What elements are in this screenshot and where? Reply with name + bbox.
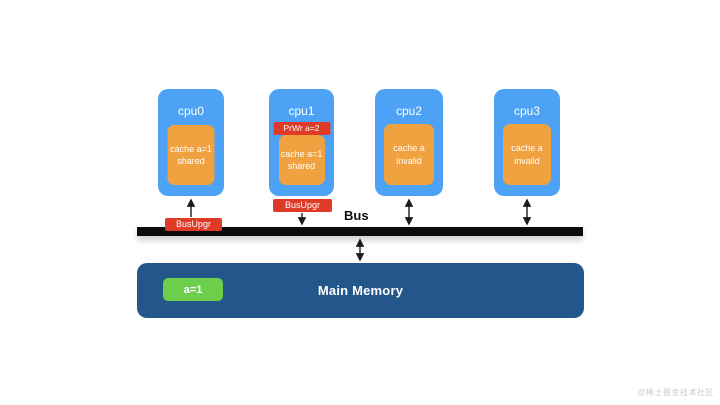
bus-label: Bus	[344, 208, 369, 223]
cpu0-cache-state: shared	[177, 156, 205, 166]
cpu1-prwr-tag: PrWr a=2	[273, 122, 330, 135]
cpu2-card: cpu2 cache a invalid	[375, 89, 443, 196]
cpu2-name: cpu2	[395, 104, 423, 118]
watermark: @稀土掘金技术社区	[637, 388, 714, 397]
cpu1-cache-line1: cache a=1	[280, 148, 323, 159]
bus-bar	[137, 227, 583, 236]
memory-value-chip: a=1	[163, 278, 223, 301]
cpu0-cache-box: cache a=1 shared	[167, 125, 215, 185]
cpu2-cache-box: cache a invalid	[384, 124, 434, 185]
cpu2-cache-state: invalid	[396, 155, 422, 166]
cpu3-cache-state: invalid	[514, 155, 540, 166]
cpu2-cache-line1: cache a	[393, 143, 425, 153]
cpu0-cache-line1: cache a=1	[170, 143, 212, 154]
cpu0-card: cpu0 cache a=1 shared	[158, 89, 224, 196]
cpu3-name: cpu3	[513, 104, 541, 118]
cpu1-cache-state: shared	[287, 161, 316, 171]
main-memory-label: Main Memory	[317, 283, 404, 298]
main-memory-box: Main Memory a=1	[137, 263, 584, 318]
cpu0-name: cpu0	[177, 104, 205, 118]
bus-snoop-busupgr-tag: BusUpgr	[165, 218, 222, 231]
cpu3-cache-line1: cache a	[511, 143, 543, 153]
cpu1-cache-box: cache a=1 shared	[278, 135, 325, 185]
cpu3-card: cpu3 cache a invalid	[494, 89, 560, 196]
cpu3-cache-box: cache a invalid	[503, 124, 551, 185]
cpu1-busupgr-tag: BusUpgr	[273, 199, 332, 212]
cpu1-card: cpu1 PrWr a=2 cache a=1 shared	[269, 89, 334, 196]
cpu1-name: cpu1	[288, 104, 315, 118]
